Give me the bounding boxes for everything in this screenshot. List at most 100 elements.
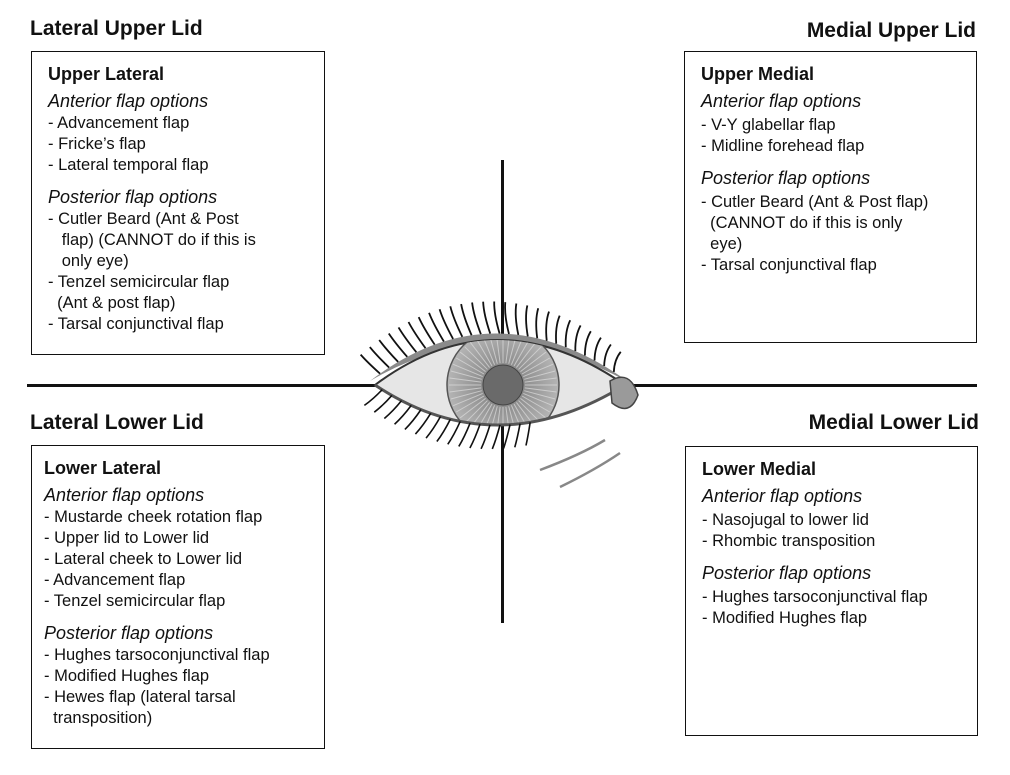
iris-ray [508,340,518,364]
eyelash [447,421,461,445]
list-item: - Tenzel semicircular flap [48,273,230,291]
posterior-section: Posterior flap options - Hughes tarsocon… [44,622,314,729]
list-item: - Hughes tarsoconjunctival flap [702,588,928,606]
list-item: only eye) [48,252,129,270]
eyelash [502,424,511,449]
list-item: - Midline forehead flap [701,137,865,155]
list-item: - V-Y glabellar flap [701,116,836,134]
iris-ray [464,346,488,370]
eyelash [471,302,482,335]
iris-ray [488,340,498,364]
eyelash [428,312,445,342]
posterior-heading: Posterior flap options [44,623,214,643]
box-title: Upper Lateral [48,64,165,84]
eyelash [491,424,501,450]
anterior-section: Anterior flap options - V-Y glabellar fl… [701,90,966,157]
list-item: flap) (CANNOT do if this is [48,231,256,249]
iris-ray [452,363,483,378]
list-item: transposition) [44,709,153,727]
list-item: - Fricke’s flap [48,135,146,153]
list-item: - Tarsal conjunctival flap [48,315,224,333]
iris-ray [469,341,491,368]
list-item: - Upper lid to Lower lid [44,529,210,547]
eyelash [397,326,418,353]
eyelash [555,315,561,344]
iris-ray [513,403,531,425]
list-item: - Tarsal conjunctival flap [701,256,877,274]
eyelash [574,325,582,352]
lower-lid-crease [539,438,606,472]
anterior-heading: Anterior flap options [44,485,205,505]
anterior-section: Anterior flap options - Mustarde cheek r… [44,484,314,612]
medial-lower-lid-title: Medial Lower Lid [808,411,979,434]
list-item: (CANNOT do if this is only [701,214,903,232]
list-item: - Hewes flap (lateral tarsal [44,688,236,706]
iris-ray [508,406,518,425]
eyelash [359,354,381,375]
lateral-lower-lid-title: Lateral Lower Lid [30,411,204,434]
iris-ray [523,392,554,407]
list-item: - Modified Hughes flap [702,609,868,627]
anterior-heading: Anterior flap options [701,91,862,111]
box-title: Upper Medial [701,64,815,84]
eyelash [369,346,390,369]
posterior-heading: Posterior flap options [701,168,871,188]
iris-ray [455,395,485,413]
iris-ray [520,397,547,419]
list-item: - Modified Hughes flap [44,667,210,685]
list-item: - Cutler Beard (Ant & Post flap) [701,193,929,211]
caruncle [609,376,639,410]
eyelash [480,424,491,450]
list-item: - Cutler Beard (Ant & Post [48,210,239,228]
eyelash [383,400,403,420]
posterior-heading: Posterior flap options [702,563,872,583]
eyelash [438,308,454,340]
eyelash [414,412,432,435]
iris-ray [524,370,556,380]
eyelash [449,306,464,338]
pupil [482,364,524,406]
eyelash [564,319,572,348]
iris-ray [488,406,498,425]
eyelash [514,423,521,448]
lower-lateral-box: Lower Lateral Anterior flap options - Mu… [31,445,325,749]
iris-ray [524,390,556,400]
posterior-section: Posterior flap options - Hughes tarsocon… [702,562,967,629]
iris-ray [520,351,547,373]
posterior-heading: Posterior flap options [48,187,218,207]
eyelash [493,301,501,334]
iris-ray [464,400,488,424]
iris-ray [510,405,525,425]
list-item: - Lateral temporal flap [48,156,209,174]
anterior-heading: Anterior flap options [48,91,209,111]
eyelash [482,301,492,334]
iris-ray [515,341,537,368]
iris-ray [523,363,554,378]
iris-ray [459,397,486,419]
upper-lid-fold [370,333,630,383]
lateral-upper-lid-title: Lateral Upper Lid [30,17,203,40]
posterior-section: Posterior flap options - Cutler Beard (A… [701,167,966,276]
iris-ray [521,395,551,413]
eyelash [388,332,408,358]
eyelash [525,305,529,337]
eye-illustration [359,301,639,489]
eyelash [525,422,531,446]
iris-ray [455,357,485,375]
upper-lateral-box: Upper Lateral Anterior flap options - Ad… [31,51,325,355]
list-item: - Nasojugal to lower lid [702,511,869,529]
iris-ray [495,406,501,425]
iris-ray [481,405,496,425]
list-item: - Hughes tarsoconjunctival flap [44,646,270,664]
iris-ray [518,400,542,424]
eyelash [436,418,452,442]
eyelash [612,351,622,372]
iris-ray [449,387,482,393]
eyelash [504,302,510,335]
iris-ray [524,387,557,393]
iris-ray [505,340,511,364]
iris-ray [513,340,531,367]
list-item: - Advancement flap [44,571,186,589]
iris-ray [475,340,493,367]
iris-ray [452,392,483,407]
